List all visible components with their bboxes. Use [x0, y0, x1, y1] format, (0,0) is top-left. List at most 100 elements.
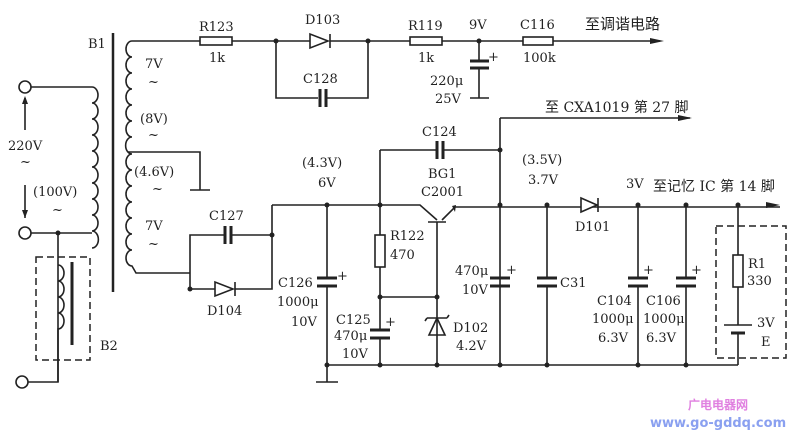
c104-capacitor: [628, 276, 648, 288]
watermark-cn: 广电电器网: [688, 397, 748, 412]
plus: +: [488, 50, 499, 65]
tilde: ~: [148, 237, 159, 252]
c220-capacitor: [470, 59, 489, 70]
c116-label: C116: [520, 18, 555, 33]
center-tap-ground: [128, 151, 210, 191]
c116-resistor: [522, 36, 554, 46]
tilde: ~: [148, 75, 159, 90]
component-labels: B1 B2 220V ~ (100V) ~ 7V ~ (8V) ~ (4.6V)…: [8, 13, 775, 362]
c124-label: C124: [422, 125, 457, 140]
tilde: ~: [148, 128, 159, 143]
arrow-to-tuning: [650, 38, 664, 44]
r122-label: R122: [390, 229, 425, 244]
d102-value: 4.2V: [456, 339, 487, 354]
b2-box: [35, 256, 91, 361]
sec-8v-label: (8V): [140, 112, 168, 127]
primary-coil: [91, 86, 100, 249]
c125-label: C125: [336, 313, 371, 328]
b2-label: B2: [100, 339, 118, 354]
r119-resistor: [409, 36, 443, 46]
r122-value: 470: [390, 248, 415, 263]
c106-voltage: 6.3V: [646, 331, 677, 346]
r122-resistor: [374, 234, 386, 268]
c470-value: 470μ: [455, 264, 488, 279]
c104-voltage: 6.3V: [598, 331, 629, 346]
plus: +: [643, 263, 654, 278]
d104-label: D104: [207, 304, 242, 319]
plus: +: [337, 269, 348, 284]
c104-label: C104: [597, 294, 632, 309]
c127-capacitor: [223, 226, 233, 244]
c125-voltage: 10V: [342, 347, 369, 362]
r123-value: 1k: [209, 51, 225, 66]
r1-box: [715, 225, 787, 359]
battery-label: E: [761, 335, 771, 350]
plus: +: [385, 315, 396, 330]
b2-coil: [57, 264, 65, 382]
c220-voltage: 25V: [435, 92, 462, 107]
to-memory-ic-label: 至记忆 IC 第 14 脚: [653, 178, 775, 195]
v37-label: 3.7V: [528, 173, 559, 188]
c106-label: C106: [646, 294, 681, 309]
primary-100v-label: (100V): [33, 185, 77, 200]
r1-resistor: [732, 254, 744, 288]
sec-46v-label: (4.6V): [134, 165, 174, 180]
c220-value: 220μ: [430, 74, 463, 89]
v6-label: 6V: [318, 176, 336, 191]
r123-label: R123: [199, 20, 234, 35]
to-tuning-circuit-label: 至调谐电路: [585, 15, 660, 33]
sec-7v-b-label: 7V: [145, 219, 163, 234]
arrow-to-cxa: [678, 115, 692, 121]
c126-capacitor: [317, 276, 337, 288]
v3-label: 3V: [626, 177, 644, 192]
c125-capacitor: [370, 328, 390, 340]
c128-capacitor: [318, 89, 328, 107]
battery-voltage: 3V: [757, 316, 775, 331]
c128-label: C128: [303, 72, 338, 87]
tilde: ~: [152, 182, 163, 197]
b1-label: B1: [88, 37, 106, 52]
c31-capacitor: [537, 276, 557, 288]
c116-value: 100k: [523, 51, 556, 66]
c126-voltage: 10V: [291, 315, 318, 330]
watermark-url: www.go-gddq.com: [650, 416, 786, 431]
c126-label: C126: [278, 276, 313, 291]
c106-capacitor: [676, 276, 696, 288]
c126-value: 1000μ: [277, 295, 319, 310]
node-9v-label: 9V: [469, 18, 487, 33]
bg1-label: BG1: [428, 167, 456, 182]
c104-value: 1000μ: [592, 312, 634, 327]
secondary-coil: [124, 40, 190, 274]
c31-label: C31: [560, 276, 587, 291]
d104-diode: [214, 280, 236, 298]
c470-capacitor: [490, 276, 510, 288]
plus: +: [506, 263, 517, 278]
d103-label: D103: [305, 13, 340, 28]
c127-label: C127: [209, 209, 244, 224]
primary-terminals: [15, 80, 92, 389]
v43-label: (4.3V): [302, 156, 342, 171]
r119-label: R119: [408, 19, 443, 34]
r119-value: 1k: [418, 51, 434, 66]
d101-label: D101: [575, 220, 610, 235]
to-cxa1019-label: 至 CXA1019 第 27 脚: [545, 99, 689, 116]
c106-value: 1000μ: [643, 312, 685, 327]
sec-7v-label: 7V: [145, 57, 163, 72]
c124-capacitor: [435, 141, 445, 159]
d101-diode: [580, 196, 599, 214]
primary-220v-label: 220V: [8, 139, 43, 154]
plus: +: [691, 263, 702, 278]
c470-voltage: 10V: [462, 283, 489, 298]
d102-zener: [424, 314, 450, 336]
arrow-to-memory-ic: [766, 202, 780, 208]
d103-diode: [309, 32, 331, 50]
c125-value: 470μ: [334, 329, 367, 344]
d102-label: D102: [453, 321, 488, 336]
tilde: ~: [20, 155, 31, 170]
v35-label: (3.5V): [522, 153, 562, 168]
c2001-label: C2001: [421, 185, 464, 200]
bg1-transistor: [428, 205, 780, 365]
battery-e: [724, 324, 752, 335]
